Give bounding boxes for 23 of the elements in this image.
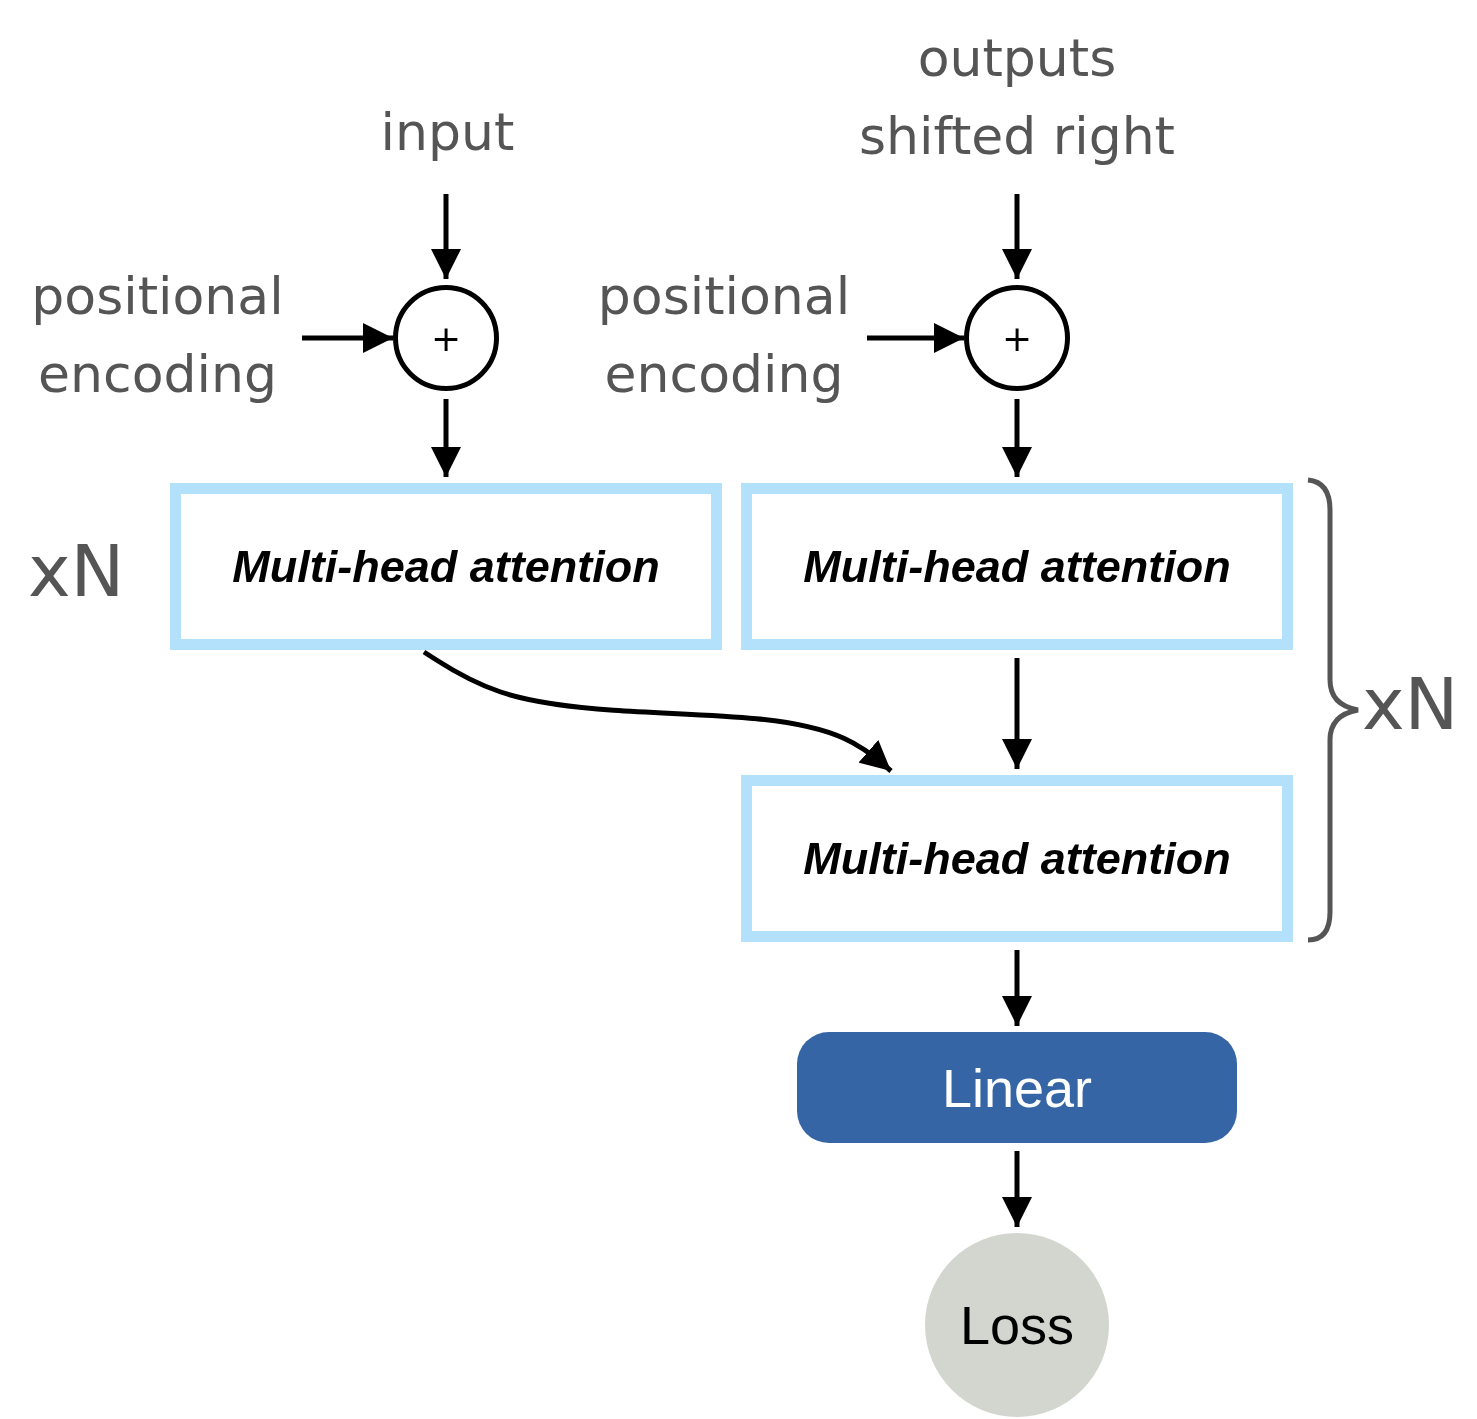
text-label: input <box>350 78 545 186</box>
arrow <box>1002 399 1032 477</box>
repeat-label: xN <box>28 535 125 607</box>
attention-box: Multi-head attention <box>170 483 722 650</box>
text-label: outputs shifted right <box>827 8 1207 186</box>
text-label: positional encoding <box>10 240 305 430</box>
sum-circle: + <box>964 285 1070 391</box>
arrow <box>1002 658 1032 769</box>
repeat-label: xN <box>1362 668 1459 740</box>
sum-circle: + <box>393 285 499 391</box>
arrow <box>1002 194 1032 279</box>
attention-box: Multi-head attention <box>741 775 1293 942</box>
loss-circle: Loss <box>925 1233 1109 1417</box>
arrow <box>431 399 461 477</box>
linear-box: Linear <box>797 1032 1237 1143</box>
arrow <box>422 649 893 773</box>
arrow <box>302 323 393 353</box>
arrow <box>1002 950 1032 1026</box>
arrow <box>431 194 461 279</box>
text-label: positional encoding <box>578 240 870 430</box>
attention-box: Multi-head attention <box>741 483 1293 650</box>
arrow <box>867 323 964 353</box>
arrow <box>1002 1151 1032 1227</box>
